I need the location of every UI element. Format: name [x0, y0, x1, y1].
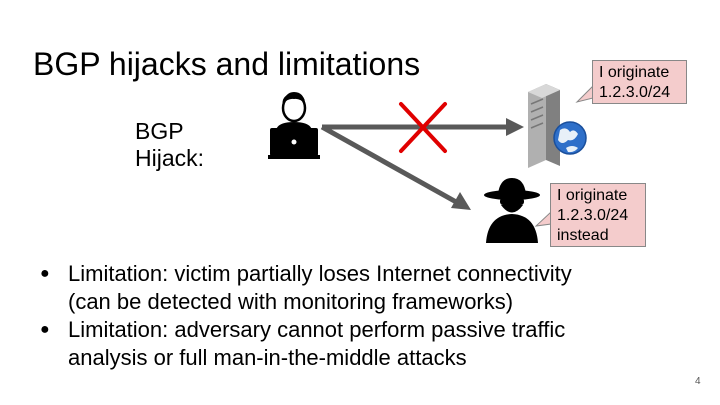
- attacker-callout-line-1: I originate: [557, 187, 628, 204]
- label-line-2: Hijack:: [135, 145, 205, 171]
- callout-pointer-attacker: [534, 210, 552, 227]
- user-laptop-icon: [268, 92, 320, 159]
- origin-callout-line-1: I originate: [599, 64, 670, 81]
- bullet-1-line-2: (can be detected with monitoring framewo…: [68, 289, 514, 314]
- attacker-callout: I originate 1.2.3.0/24 instead: [550, 183, 646, 247]
- bullet-1-line-1: Limitation: victim partially loses Inter…: [68, 261, 572, 286]
- arrows: [320, 118, 524, 210]
- limitations-list: Limitation: victim partially loses Inter…: [40, 260, 660, 372]
- arrow-head-server: [506, 118, 524, 136]
- red-x-icon: [399, 102, 447, 153]
- label-line-1: BGP: [135, 118, 184, 144]
- bullet-item: Limitation: victim partially loses Inter…: [40, 260, 660, 316]
- origin-callout: I originate 1.2.3.0/24: [592, 60, 687, 104]
- page-number: 4: [695, 376, 701, 387]
- bullet-2-line-2: analysis or full man-in-the-middle attac…: [68, 345, 467, 370]
- hacker-spy-icon: [484, 178, 540, 243]
- slide-title: BGP hijacks and limitations: [33, 46, 421, 82]
- callout-pointer-origin: [575, 84, 594, 103]
- attacker-callout-line-2: 1.2.3.0/24: [557, 207, 629, 224]
- bullet-2-line-1: Limitation: adversary cannot perform pas…: [68, 317, 566, 342]
- attacker-callout-line-3: instead: [557, 227, 609, 244]
- bullet-item: Limitation: adversary cannot perform pas…: [40, 316, 660, 372]
- arrow-to-attacker: [320, 124, 460, 206]
- origin-callout-line-2: 1.2.3.0/24: [599, 84, 671, 101]
- bgp-hijack-label: BGP Hijack:: [135, 118, 204, 172]
- arrow-head-attacker: [451, 192, 471, 210]
- server-globe-icon: [528, 84, 587, 168]
